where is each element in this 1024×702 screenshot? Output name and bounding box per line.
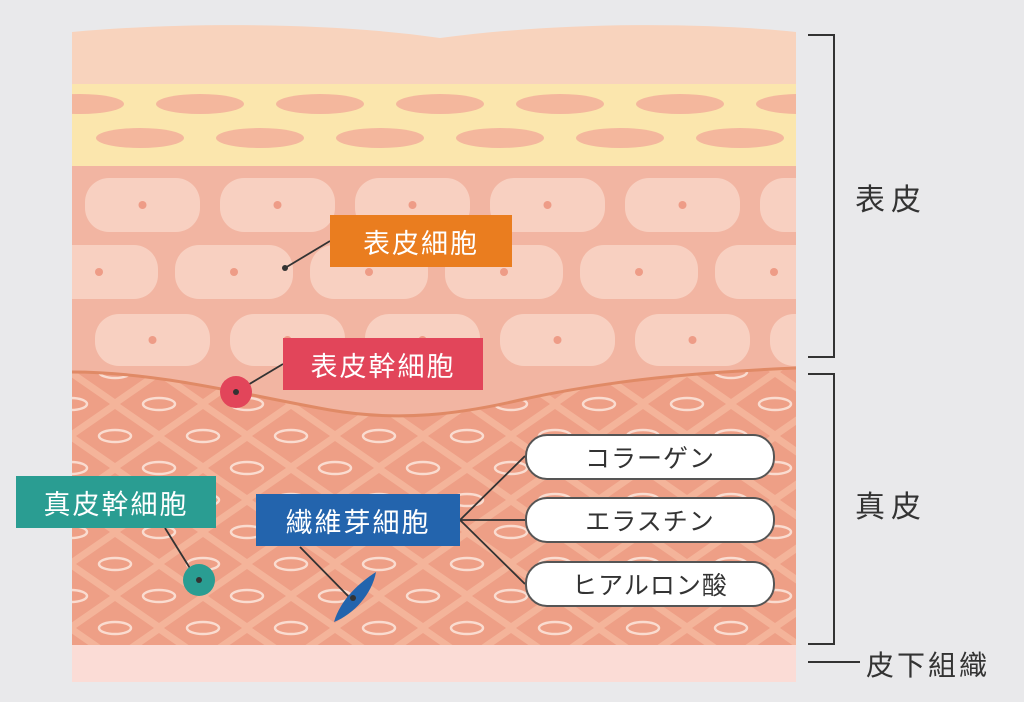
granular-cell [96, 128, 184, 148]
cell-nucleus [273, 201, 282, 209]
dermal-stem-cell-tag: 真皮幹細胞 [16, 476, 216, 528]
collagen-connector [459, 455, 526, 521]
cell-nucleus [365, 268, 373, 276]
cell-nucleus [688, 336, 697, 344]
epidermis-bracket [808, 34, 835, 358]
cell-nucleus [230, 268, 238, 276]
cell-nucleus [553, 336, 562, 344]
cell-nucleus [543, 201, 552, 209]
stratum-corneum [72, 25, 796, 84]
epidermal-stem-cell-tag: 表皮幹細胞 [283, 338, 483, 390]
epidermal-cell [72, 245, 158, 299]
epidermal-cell-tag: 表皮細胞 [330, 215, 512, 267]
granular-cell [636, 94, 724, 114]
basement-membrane [72, 366, 796, 418]
epidermal-cell [760, 178, 796, 232]
cell-nucleus [500, 268, 508, 276]
cell-nucleus [770, 268, 778, 276]
granular-cell [396, 94, 484, 114]
skin-layers [0, 25, 832, 682]
cell-nucleus [814, 201, 822, 209]
cell-nucleus [148, 336, 157, 344]
granular-cells [0, 94, 796, 148]
granular-cell [276, 94, 364, 114]
epidermal-cell-dot [282, 265, 288, 271]
subcutaneous-layer [72, 645, 796, 682]
epidermis-label: 表皮 [855, 183, 927, 218]
epidermal-cell-leader [284, 240, 331, 269]
fibroblast-leader [299, 546, 351, 599]
cell-nucleus [95, 268, 103, 276]
cell-nucleus [824, 336, 832, 344]
cell-nucleus [408, 201, 417, 209]
dermis-label: 真皮 [855, 490, 927, 525]
granular-cell [216, 128, 304, 148]
epidermal-cell [715, 245, 796, 299]
dermis-bracket [808, 373, 835, 645]
granular-cell [756, 94, 796, 114]
granular-cell [696, 128, 784, 148]
granular-cell [456, 128, 544, 148]
collagen-pill: コラーゲン [525, 434, 775, 480]
granular-cell [156, 94, 244, 114]
fibroblast-tag: 繊維芽細胞 [256, 494, 460, 546]
granular-cell [516, 94, 604, 114]
cell-nucleus [678, 201, 687, 209]
hyaluronic-acid-pill: ヒアルロン酸 [525, 561, 775, 607]
granular-cell [576, 128, 664, 148]
cell-nucleus [635, 268, 643, 276]
granular-cell [72, 94, 124, 114]
cell-nucleus [138, 201, 147, 209]
granular-cell [336, 128, 424, 148]
granular-cell [0, 94, 4, 114]
epidermal-cell [770, 314, 796, 366]
subcutaneous-label: 皮下組織 [866, 649, 991, 682]
granular-cell [0, 128, 64, 148]
hyaluronic-connector [459, 519, 526, 585]
epidermal-cells [72, 178, 832, 366]
elastin-pill: エラスチン [525, 497, 775, 543]
